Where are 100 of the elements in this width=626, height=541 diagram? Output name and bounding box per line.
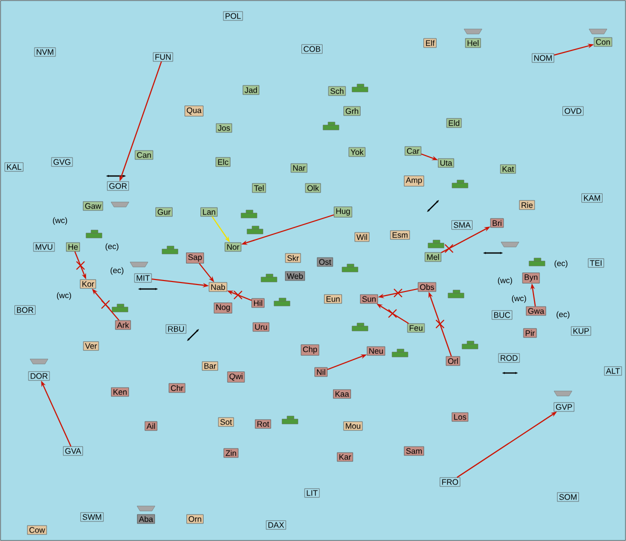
coast-label: (ec) bbox=[556, 311, 570, 319]
territory-box: Sun bbox=[360, 294, 378, 304]
coast-label: (ec) bbox=[106, 243, 118, 251]
sea-box: RBU bbox=[166, 324, 186, 334]
territory-box: Can bbox=[134, 150, 154, 160]
coast-label: (wc) bbox=[52, 217, 68, 225]
sea-box: COB bbox=[302, 44, 322, 54]
coast-label: (wc) bbox=[512, 295, 526, 303]
sea-box: DOR bbox=[28, 371, 50, 381]
territory-box: Aba bbox=[137, 514, 155, 524]
sea-box: SOM bbox=[557, 492, 579, 502]
territory-box: He bbox=[66, 242, 80, 252]
territory-box: Sam bbox=[404, 446, 424, 456]
territory-box: Uru bbox=[252, 322, 270, 332]
territory-box: Neu bbox=[366, 346, 386, 356]
territory-box: Nar bbox=[290, 163, 308, 173]
sea-box: KAM bbox=[582, 193, 602, 203]
territory-box: Rot bbox=[254, 419, 272, 429]
sea-box: SMA bbox=[452, 220, 472, 230]
territory-box: Web bbox=[285, 271, 305, 281]
sea-box: NVM bbox=[34, 47, 56, 57]
territory-box: Feu bbox=[407, 323, 425, 333]
sea-box: GVA bbox=[63, 446, 83, 456]
territory-box: Hug bbox=[334, 206, 352, 218]
territory-box: Orl bbox=[446, 356, 460, 366]
sea-box: OVD bbox=[562, 106, 584, 116]
territory-box: Qua bbox=[184, 106, 204, 116]
territory-box: Byn bbox=[522, 272, 540, 284]
coast-label: (wc) bbox=[498, 277, 512, 285]
territory-box: Ark bbox=[115, 320, 131, 330]
sea-box: GVP bbox=[554, 402, 574, 412]
coast-label: (wc) bbox=[56, 292, 72, 300]
territory-box: Gwa bbox=[526, 306, 546, 316]
sea-box: ALT bbox=[604, 366, 622, 376]
territory-box: Qwi bbox=[227, 372, 245, 382]
sea-box: NOM bbox=[532, 53, 554, 63]
territory-box: Kat bbox=[500, 164, 516, 174]
territory-box: Nil bbox=[314, 367, 328, 377]
territory-box: Orn bbox=[186, 514, 204, 524]
territory-box: Bri bbox=[490, 218, 504, 228]
territory-box: Nab bbox=[208, 282, 228, 292]
territory-box: Bar bbox=[202, 361, 218, 371]
sea-box: BOR bbox=[14, 305, 36, 315]
territory-box: Jos bbox=[216, 123, 232, 133]
territory-box: Pir bbox=[523, 328, 537, 338]
sea-box: SWM bbox=[80, 512, 104, 522]
territory-box: Gur bbox=[156, 207, 172, 217]
sea-box: LIT bbox=[304, 488, 320, 498]
sea-box: GOR bbox=[107, 181, 129, 191]
territory-box: Elf bbox=[424, 38, 436, 48]
sea-box: FUN bbox=[152, 52, 174, 62]
territory-box: Con bbox=[594, 37, 612, 47]
territory-box: Ver bbox=[83, 341, 99, 351]
sea-box: BUC bbox=[492, 310, 512, 320]
coast-label: (ec) bbox=[110, 267, 124, 275]
territory-box: Sap bbox=[186, 252, 204, 264]
territory-box: Chp bbox=[300, 344, 320, 356]
territory-box: Car bbox=[404, 146, 422, 156]
territory-box: Eun bbox=[324, 294, 342, 304]
territory-box: Lan bbox=[200, 207, 218, 217]
territory-box: Sch bbox=[328, 86, 346, 96]
territory-box: Chr bbox=[168, 383, 186, 393]
territory-box: Cow bbox=[27, 525, 47, 535]
territory-box: Ail bbox=[144, 421, 158, 431]
territory-box: Grh bbox=[344, 106, 360, 116]
sea-box: FRO bbox=[440, 477, 460, 487]
territory-box: Esm bbox=[390, 230, 410, 240]
territory-box: Eld bbox=[446, 118, 462, 128]
sea-box: DAX bbox=[266, 520, 286, 530]
territory-box: Los bbox=[452, 412, 468, 422]
territory-box: Sot bbox=[218, 417, 234, 427]
sea-box: GVG bbox=[51, 157, 73, 167]
territory-box: Hel bbox=[465, 38, 481, 48]
sea-box: MIT bbox=[134, 273, 152, 283]
territory-box: Ost bbox=[316, 257, 334, 267]
sea-box: KAL bbox=[4, 162, 24, 172]
territory-box: Gaw bbox=[82, 201, 104, 211]
sea-box: ROD bbox=[498, 353, 520, 363]
territory-box: Yok bbox=[348, 147, 366, 157]
territory-box: Kor bbox=[80, 279, 96, 289]
territory-box: Nor bbox=[224, 242, 242, 252]
sea-box: TEI bbox=[588, 258, 604, 268]
coast-label: (ec) bbox=[554, 260, 568, 268]
territory-box: Olk bbox=[305, 183, 321, 193]
territory-box: Mel bbox=[424, 252, 442, 262]
territory-box: Jad bbox=[242, 85, 260, 95]
territory-box: Ken bbox=[111, 387, 129, 397]
territory-box: Mou bbox=[343, 421, 363, 431]
territory-box: Skr bbox=[285, 253, 301, 263]
territory-box: Kar bbox=[336, 452, 354, 462]
territory-box: Uta bbox=[438, 158, 454, 168]
territory-box: Nog bbox=[214, 302, 232, 314]
territory-box: Hil bbox=[252, 298, 264, 308]
territory-box: Zin bbox=[224, 448, 238, 458]
territory-box: Tel bbox=[252, 183, 266, 193]
sea-box: MVU bbox=[33, 242, 55, 252]
territory-box: Elc bbox=[216, 157, 230, 167]
sea-box: POL bbox=[223, 11, 243, 21]
territory-box: Kaa bbox=[333, 389, 351, 399]
sea-box: KUP bbox=[570, 326, 592, 336]
